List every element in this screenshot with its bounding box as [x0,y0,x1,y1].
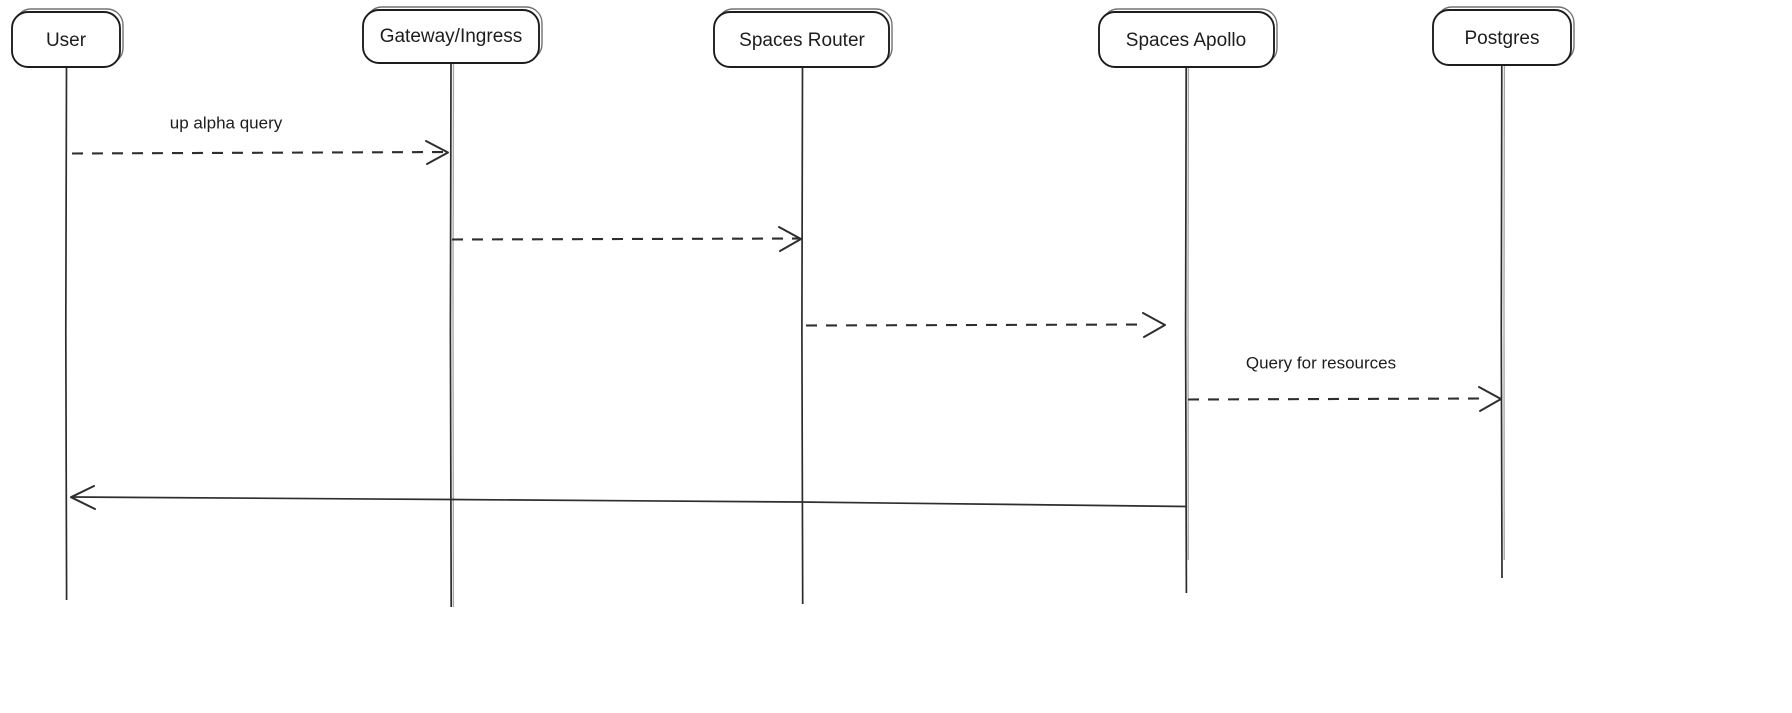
message-1-up-alpha-query[interactable]: up alpha query [71,113,449,165]
lifelines-layer [64,62,1506,608]
messages-layer: up alpha query Query for resources [70,113,1502,510]
message-5-return[interactable] [70,485,1187,510]
message-3-arrowhead [1142,312,1166,338]
participant-postgres-box [1432,9,1572,66]
message-1-arrowhead [425,140,449,165]
participant-gateway[interactable]: Gateway/Ingress [362,6,543,64]
participant-user-box [11,11,121,68]
message-3-line [805,323,1147,327]
participant-user-label: User [46,30,87,51]
message-3[interactable] [805,312,1166,338]
participant-apollo-box [1098,11,1275,68]
participant-gateway-box [362,9,540,64]
message-5-line [71,496,1187,508]
message-2-arrowhead [778,226,802,252]
lifeline-postgres [1500,64,1506,579]
participant-apollo-label: Spaces Apollo [1126,30,1246,51]
message-2-line [451,237,801,241]
lifeline-user [64,66,68,601]
participant-user[interactable]: User [11,8,124,68]
participant-router-label: Spaces Router [739,30,865,51]
participant-apollo[interactable]: Spaces Apollo [1098,8,1278,68]
message-5-arrowhead [70,485,96,510]
participant-postgres[interactable]: Postgres [1432,6,1575,66]
message-1-line [71,150,449,155]
participant-gateway-label: Gateway/Ingress [380,26,523,47]
message-4-label: Query for resources [1246,353,1396,372]
lifeline-gateway [449,62,455,608]
participant-router[interactable]: Spaces Router [713,8,893,68]
message-4-line [1187,397,1483,401]
message-2[interactable] [451,226,802,252]
message-4-arrowhead [1478,386,1502,412]
lifeline-router [801,66,804,605]
participant-postgres-label: Postgres [1465,28,1540,49]
message-4-query-for-resources[interactable]: Query for resources [1187,353,1502,412]
lifeline-apollo [1184,66,1190,594]
participants-layer: User Gateway/Ingress Spaces Router Space… [11,6,1575,68]
message-1-label: up alpha query [170,113,283,132]
participant-router-box [713,11,890,68]
